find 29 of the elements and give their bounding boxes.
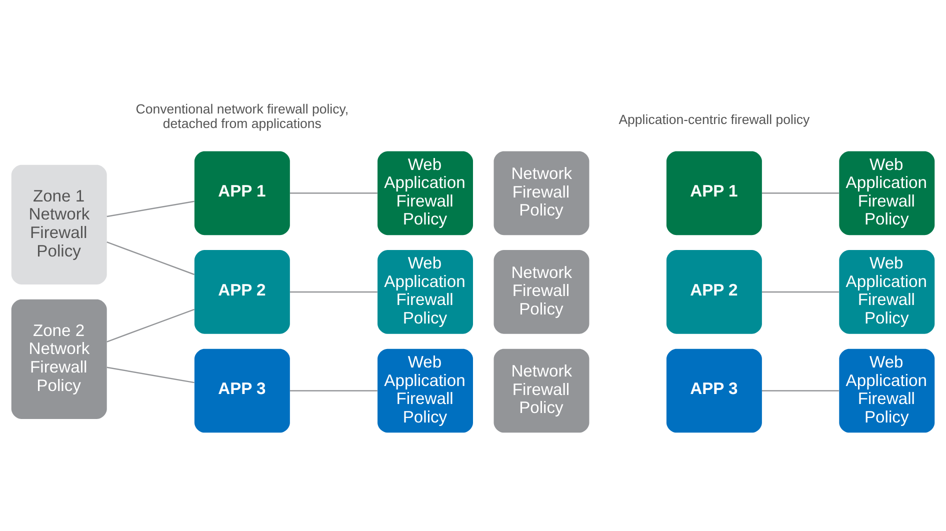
- node-box: Network Firewall Policy: [494, 150, 590, 235]
- node-box: APP 2: [666, 250, 762, 334]
- node-box: Web Application Firewall Policy: [839, 150, 935, 235]
- node-box: Zone 2 Network Firewall Policy: [11, 298, 107, 418]
- node-box: Web Application Firewall Policy: [839, 250, 935, 334]
- node-box: APP 1: [194, 150, 290, 235]
- connector: [290, 290, 378, 292]
- connector: [106, 308, 194, 342]
- node-box: Web Application Firewall Policy: [378, 150, 473, 235]
- node-box: Web Application Firewall Policy: [839, 348, 935, 432]
- connector: [106, 366, 194, 383]
- node-box: Web Application Firewall Policy: [378, 250, 473, 334]
- connector: [290, 192, 378, 194]
- connector: [762, 192, 839, 194]
- node-box: APP 3: [666, 348, 762, 432]
- label: Conventional network firewall policy, detached from applications: [136, 100, 349, 131]
- node-box: APP 1: [666, 150, 762, 235]
- node-box: Zone 1 Network Firewall Policy: [11, 164, 107, 284]
- node-box: Web Application Firewall Policy: [378, 348, 473, 432]
- node-box: Network Firewall Policy: [494, 250, 590, 334]
- label: Application-centric firewall policy: [618, 112, 810, 127]
- node-box: APP 2: [194, 250, 290, 334]
- connector: [106, 200, 194, 217]
- node-box: APP 3: [194, 348, 290, 432]
- node-box: Network Firewall Policy: [494, 348, 590, 432]
- connector: [106, 241, 194, 275]
- connector: [290, 390, 378, 391]
- connector: [762, 390, 839, 391]
- connector: [762, 290, 839, 292]
